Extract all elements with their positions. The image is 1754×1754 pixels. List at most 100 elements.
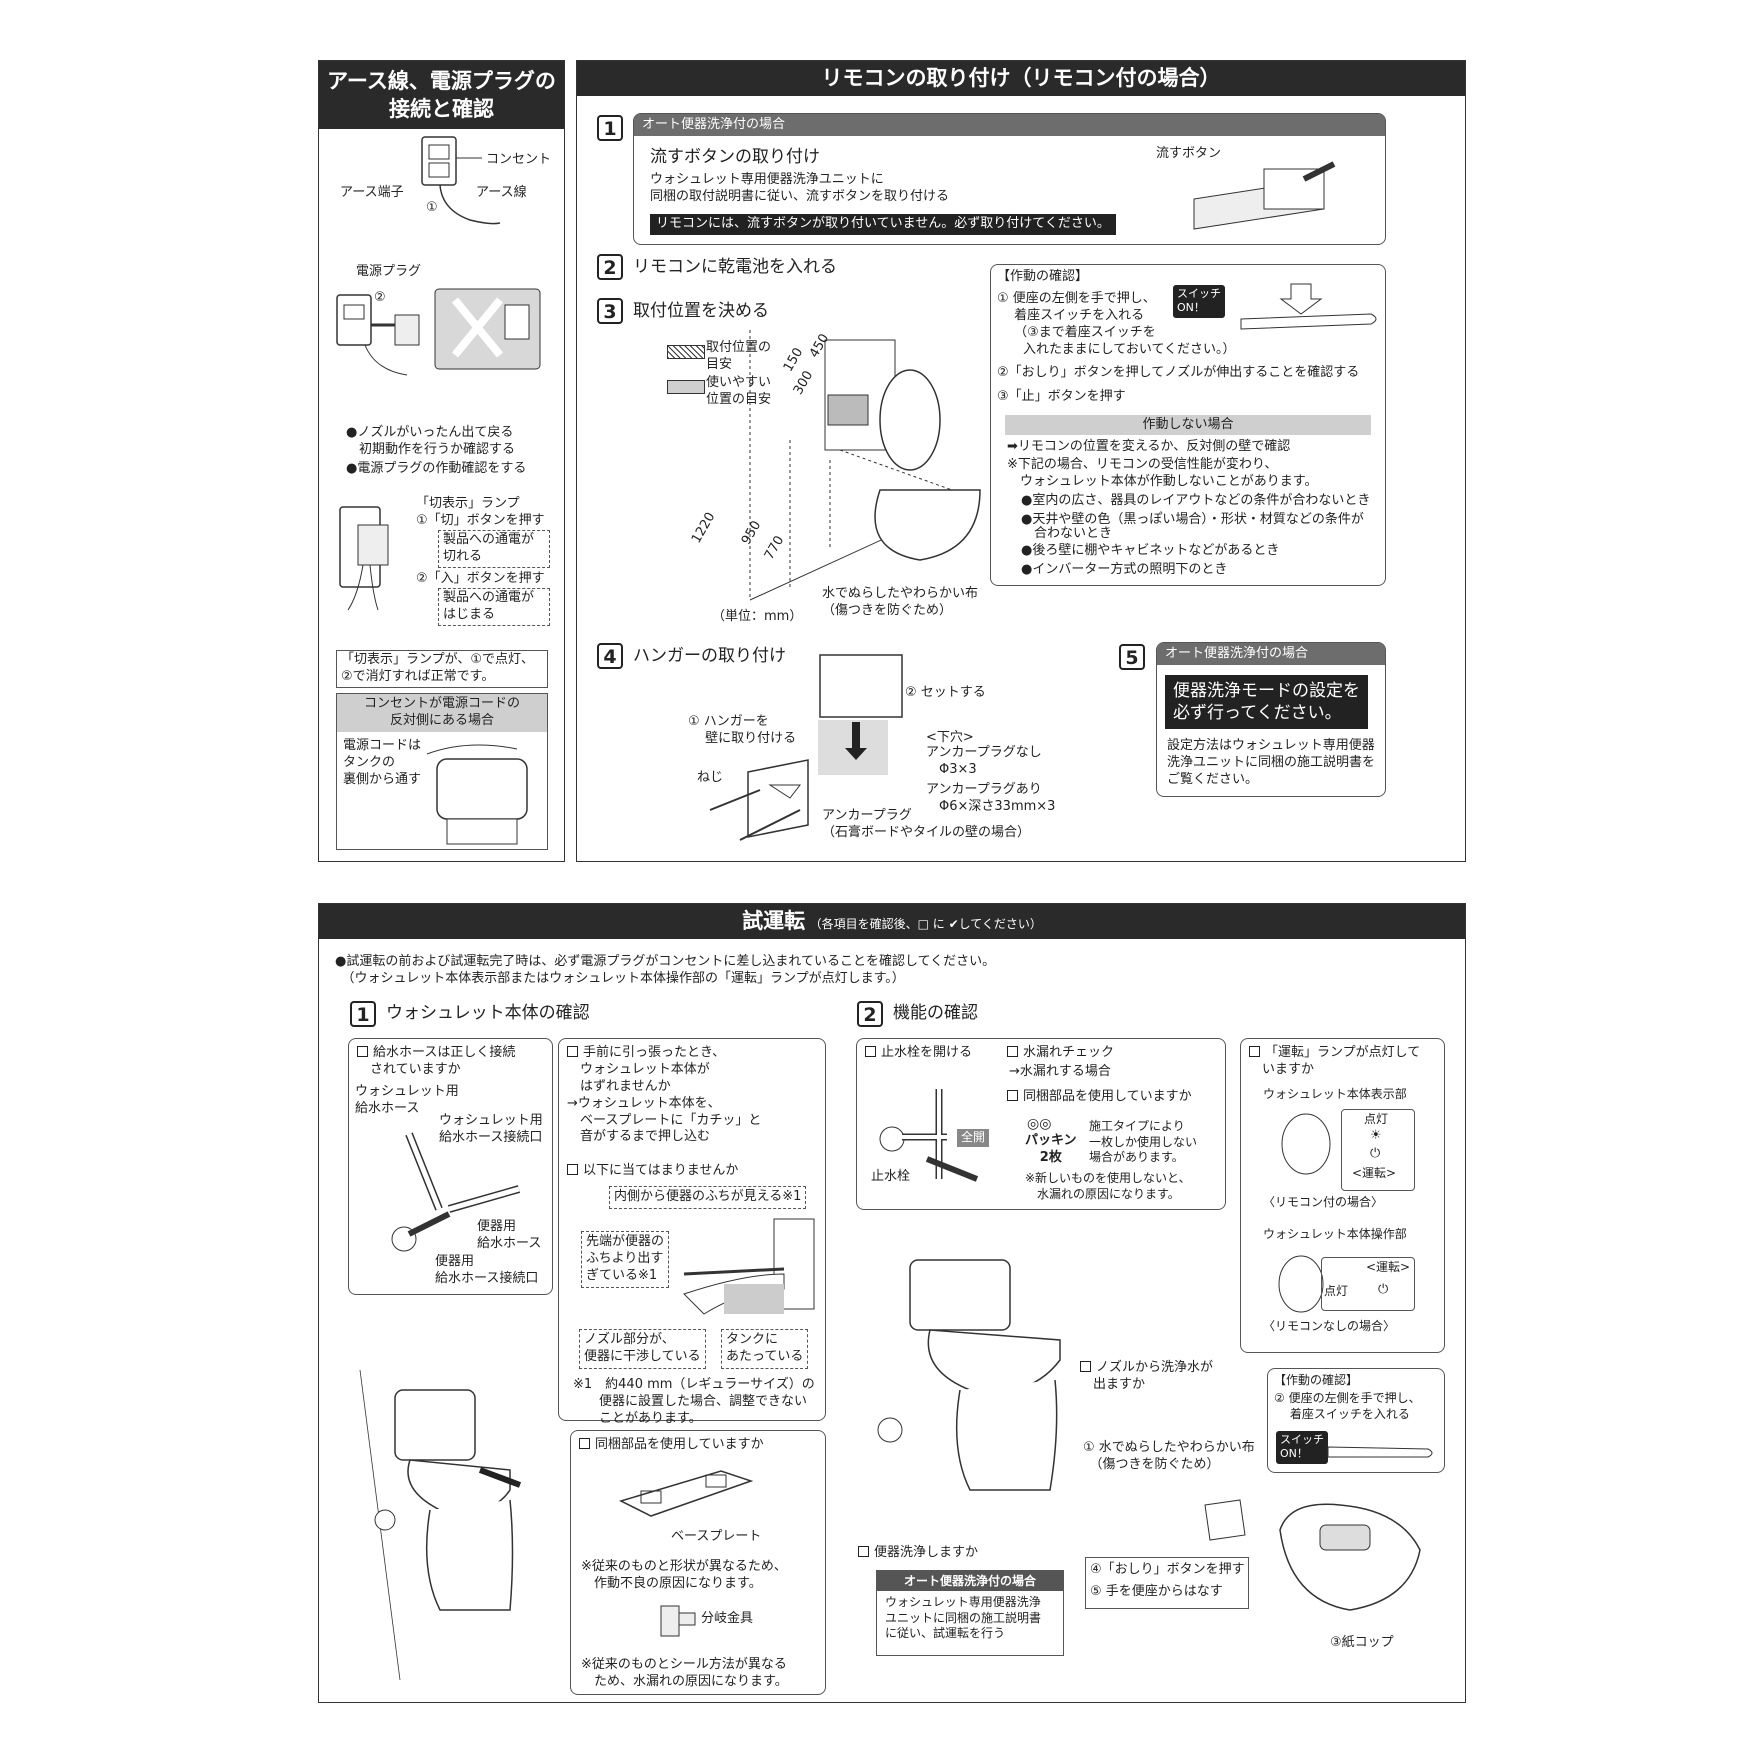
earth-bullet-1: ●ノズルがいったん出て戻る 初期動作を行うか確認する	[346, 425, 516, 457]
remote-step5-big: 便器洗浄モードの設定を 必ず行ってください。	[1165, 675, 1368, 730]
hanger-wall: ① ハンガーを 壁に取り付ける	[688, 714, 797, 746]
flush-button-illustration	[1193, 161, 1336, 230]
display-panel: 点灯 ☀ ⏻ <運転>	[1341, 1109, 1415, 1191]
remote-step1-box: オート便器洗浄付の場合 流すボタンの取り付け ウォシュレット専用便器洗浄ユニット…	[633, 113, 1386, 245]
hose-label-3: 便器用 給水ホース	[477, 1219, 542, 1251]
leak-checkbox[interactable]	[1007, 1046, 1018, 1057]
toilet-right-illustration	[877, 1259, 1061, 1491]
display-label: ウォシュレット本体表示部	[1263, 1087, 1407, 1101]
leak-answer: →水漏れする場合	[1009, 1064, 1111, 1079]
remote-step5-text: 設定方法はウォシュレット専用便器 洗浄ユニットに同梱の施工説明書を ご覧ください…	[1167, 738, 1376, 787]
lower-hole-label: <下穴>	[926, 730, 974, 745]
remote-step2-num: 2	[597, 254, 623, 280]
no-remote-label: 〈リモコンなしの場合〉	[1263, 1319, 1396, 1333]
nozzle-checkbox[interactable]	[1080, 1361, 1091, 1372]
toilet-left-illustration	[359, 1369, 522, 1681]
apply-b: 先端が便器の ふちより出す ぎている※1	[581, 1231, 670, 1288]
hose-checkbox[interactable]	[357, 1046, 368, 1057]
earth-bullet-2: ●電源プラグの作動確認をする	[346, 461, 527, 476]
switch-press-illustration	[1240, 283, 1377, 330]
remote-step5-num: 5	[1119, 644, 1145, 670]
valve-question-text: 止水栓を開ける	[881, 1045, 973, 1060]
screw-label: ねじ	[697, 770, 724, 785]
power-icon: ⏻	[1370, 1146, 1381, 1161]
on-button-instruction: ②「入」ボタンを押す	[416, 571, 545, 586]
remote-step5-box: オート便器洗浄付の場合 便器洗浄モードの設定を 必ず行ってください。 設定方法は…	[1156, 642, 1386, 797]
remote-step3-num: 3	[597, 298, 623, 324]
opposite-title: コンセントが電源コードの 反対側にある場合	[337, 694, 547, 732]
packing-note-2: ※新しいものを使用しないと、 水漏れの原因になります。	[1025, 1171, 1191, 1201]
pull-question-text: 手前に引っ張ったとき、 ウォシュレット本体が はずれませんか →ウォシュレット本…	[567, 1045, 762, 1145]
cup-label: ③紙コップ	[1330, 1635, 1394, 1650]
flush-question: 便器洗浄しますか	[858, 1545, 978, 1562]
auto-flush-tag: オート便器洗浄付の場合	[877, 1571, 1063, 1591]
parts2-checkbox[interactable]	[1007, 1090, 1018, 1101]
run-tag-2: <運転>	[1366, 1260, 1411, 1274]
cloth-note: 水でぬらしたやわらかい布 （傷つきを防ぐため）	[822, 586, 979, 618]
remote-step1-num: 1	[597, 115, 623, 141]
anchor-plug-label: アンカープラグ （石膏ボードやタイルの壁の場合）	[822, 808, 1031, 840]
remote-step1-heading: 流すボタンの取り付け	[650, 147, 820, 167]
op-title: 【作動の確認】	[997, 269, 1089, 284]
trial-title: 試運転	[742, 909, 806, 933]
power-plug-label: 電源プラグ	[356, 264, 422, 279]
with-remote-label: 〈リモコン付の場合〉	[1263, 1195, 1384, 1209]
apply-checkbox[interactable]	[567, 1164, 578, 1175]
trial-op-step2: ② 便座の左側を手で押し、 着座スイッチを入れる	[1274, 1391, 1421, 1421]
flush-question-text: 便器洗浄しますか	[874, 1545, 979, 1560]
display-lit-label: 点灯	[1364, 1112, 1389, 1126]
on-note-box: 製品への通電が はじまる	[438, 588, 550, 626]
outlet-label: コンセント	[486, 152, 552, 167]
plug-illustration	[336, 288, 541, 376]
base-plate-note: ※従来のものと形状が異なるため、 作動不良の原因になります。	[581, 1559, 787, 1591]
op-unit-label: ウォシュレット本体操作部	[1263, 1227, 1407, 1241]
display-illustration	[1281, 1113, 1331, 1175]
switch-outlet-illustration	[339, 506, 389, 611]
nozzle-question-text: ノズルから洗浄水が 出ますか	[1093, 1360, 1214, 1392]
apply-question: 以下に当てはまりませんか	[567, 1163, 738, 1180]
valve-checkbox[interactable]	[865, 1046, 876, 1057]
trial-switch-illustration	[1327, 1446, 1433, 1458]
flush-checkbox[interactable]	[858, 1546, 869, 1557]
pull-checkbox[interactable]	[567, 1046, 578, 1057]
op-step3: ③「止」ボタンを押す	[997, 389, 1126, 404]
apply-a: 内側から便器のふちが見える※1	[609, 1186, 807, 1209]
parts2-question-text: 同梱部品を使用していますか	[1023, 1089, 1192, 1104]
trial-step2-num: 2	[857, 1001, 883, 1027]
hose-label-4: 便器用 給水ホース接続口	[435, 1254, 539, 1286]
flush-button-label: 流すボタン	[1156, 146, 1222, 161]
op-unit-illustration	[1278, 1255, 1324, 1313]
earth-wire-label: アース線	[476, 185, 527, 200]
parts-question-text: 同梱部品を使用していますか	[595, 1437, 764, 1452]
parts-checkbox[interactable]	[579, 1438, 590, 1449]
run-tag: <運転>	[1352, 1166, 1397, 1180]
apply-question-text: 以下に当てはまりませんか	[583, 1163, 739, 1178]
legend-hatch-swatch	[667, 345, 705, 359]
earth-terminal-label: アース端子	[340, 185, 404, 200]
hose-question-text: 給水ホースは正しく接続 されていますか	[370, 1045, 516, 1077]
btn-5-label: ⑤ 手を便座からはなす	[1090, 1584, 1223, 1599]
off-note-box: 製品への通電が 切れる	[438, 530, 550, 568]
op-check-box: 【作動の確認】 ① 便座の左側を手で押し、 着座スイッチを入れる （③まで着座ス…	[990, 264, 1386, 586]
trial-step1-heading: ウォシュレット本体の確認	[386, 1003, 590, 1023]
trial-title-note: （各項目を確認後、□ に ✔してください）	[809, 917, 1042, 931]
valve-box: 止水栓を開ける 止水栓 全開 水漏れチェック →水漏れする場合 同梱部品を使用し…	[856, 1038, 1226, 1210]
position-diagram	[749, 330, 981, 601]
trial-op-box: 【作動の確認】 ② 便座の左側を手で押し、 着座スイッチを入れる スイッチ ON…	[1267, 1368, 1445, 1473]
run-checkbox[interactable]	[1249, 1046, 1260, 1057]
branch-fitting-illustration	[660, 1605, 696, 1637]
no-work-2: ※下記の場合、リモコンの受信性能が変わり、 ウォシュレット本体が作動しないことが…	[1007, 457, 1318, 489]
trial-switch-on: スイッチ ON！	[1276, 1431, 1328, 1464]
hanger-illustration	[709, 654, 903, 841]
parts-question: 同梱部品を使用していますか	[579, 1437, 764, 1454]
parts-box: 同梱部品を使用していますか ベースプレート ※従来のものと形状が異なるため、 作…	[570, 1430, 826, 1695]
no-work-b4: ●インバーター方式の照明下のとき	[1021, 562, 1228, 577]
legend-gray-swatch	[667, 380, 705, 394]
leak-question: 水漏れチェック	[1007, 1045, 1114, 1062]
remote-step1-text: ウォシュレット専用便器洗浄ユニットに 同梱の取付説明書に従い、流すボタンを取り付…	[650, 172, 950, 204]
trial-op-title: 【作動の確認】	[1274, 1373, 1359, 1387]
no-work-b2: ●天井や壁の色（黒っぽい場合）・形状・材質などの条件が 合わないとき	[1021, 512, 1364, 541]
trial-intro: ●試運転の前および試運転完了時は、必ず電源プラグがコンセントに差し込まれているこ…	[335, 954, 996, 986]
tank-illustration	[426, 744, 528, 845]
cup-illustration	[1279, 1503, 1421, 1611]
